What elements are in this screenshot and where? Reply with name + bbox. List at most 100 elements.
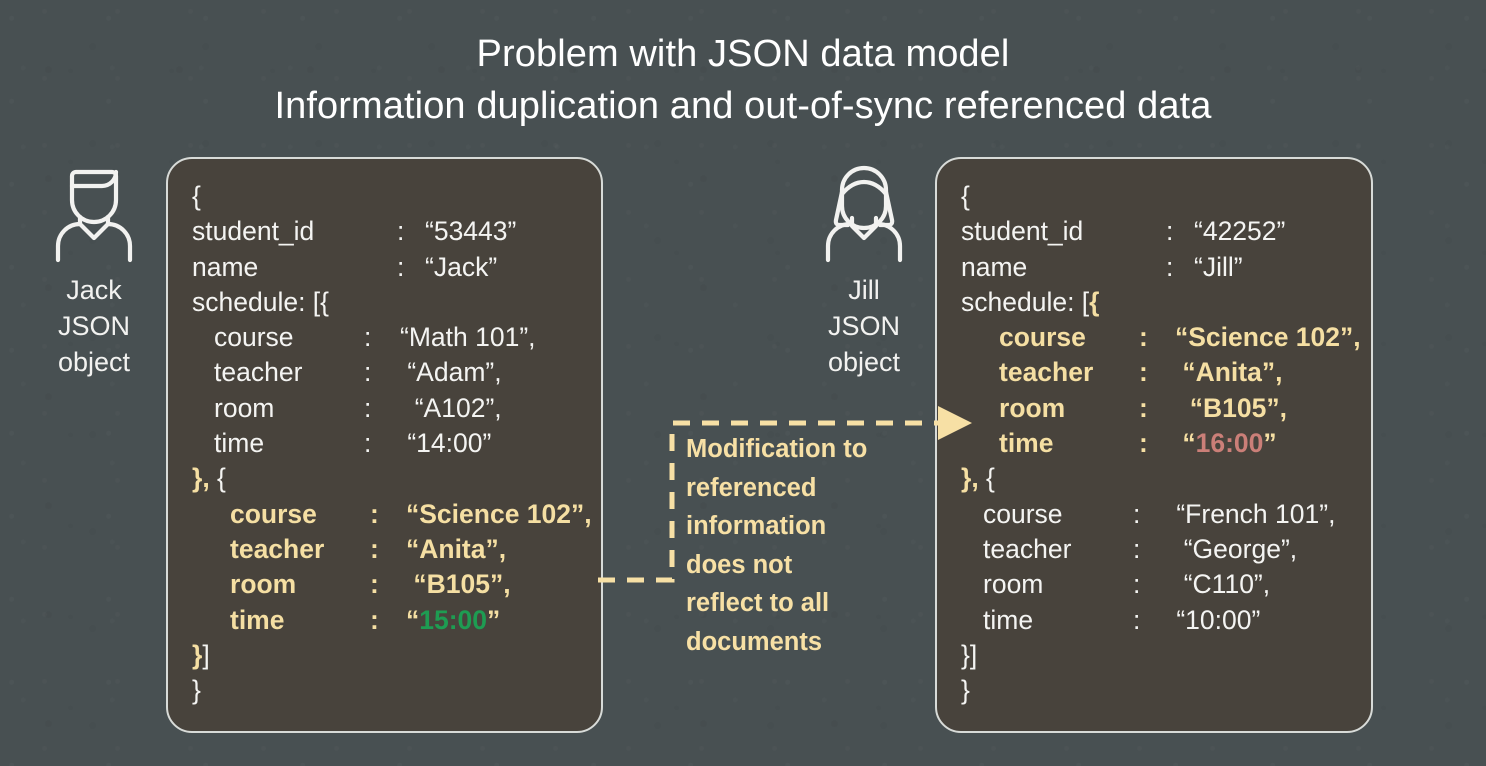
json-colon: :: [1133, 498, 1141, 529]
json-line: time:“15:00”: [192, 603, 595, 638]
annotation-line-5: reflect to all: [686, 589, 830, 617]
json-value: “15:00”: [406, 603, 500, 638]
json-colon: :: [370, 533, 379, 564]
title-line-2: Information duplication and out-of-sync …: [274, 85, 1212, 127]
json-colon: :: [364, 357, 372, 388]
json-colon: :: [370, 604, 379, 635]
json-line: room: “C110”,: [961, 567, 1365, 602]
person-jill-label-line-2: JSON: [827, 311, 900, 341]
json-value: “Anita”,: [1175, 357, 1283, 388]
json-line: }, {: [961, 461, 1365, 496]
json-key: course: [230, 498, 317, 529]
json-token: {: [961, 181, 970, 211]
person-jack-label-line-3: object: [57, 347, 131, 377]
json-key: course: [999, 322, 1086, 353]
json-body-jack: {student_id:“53443”name:“Jack”schedule: …: [192, 179, 595, 708]
person-jill: Jill JSON object: [804, 160, 924, 380]
json-line: room: “A102”,: [192, 391, 595, 426]
json-token: ]: [202, 639, 210, 670]
json-line: time: “16:00”: [961, 426, 1365, 461]
json-value: “George”,: [1169, 533, 1298, 564]
json-line: teacher: “Anita”,: [192, 532, 595, 567]
json-colon: :: [397, 216, 405, 247]
json-token-highlight: },: [961, 463, 979, 494]
json-colon: :: [370, 498, 379, 529]
json-value: “14:00”: [400, 428, 492, 459]
json-value: “53443”: [425, 216, 517, 247]
json-line: schedule: [{: [961, 285, 1365, 320]
json-colon: :: [370, 569, 379, 600]
json-key: room: [230, 569, 297, 600]
json-quote-close: ”: [487, 604, 501, 635]
json-key: time: [999, 428, 1054, 459]
json-token: schedule: [: [961, 286, 1090, 317]
json-colon: :: [1133, 533, 1141, 564]
json-line: {: [192, 179, 595, 214]
person-jack: Jack JSON object: [34, 160, 154, 380]
json-token: }]: [961, 639, 978, 670]
json-key: teacher: [214, 357, 303, 388]
json-colon: :: [1139, 392, 1148, 423]
json-token: {: [209, 463, 226, 494]
json-value: “Science 102”,: [406, 498, 592, 529]
json-colon: :: [364, 322, 372, 353]
person-female-icon: [825, 165, 903, 263]
json-value: “Anita”,: [406, 533, 507, 564]
json-key: name: [961, 251, 1028, 282]
person-jill-label-line-3: object: [827, 347, 901, 377]
json-line: course: “Math 101”,: [192, 320, 595, 355]
person-jack-label: Jack JSON object: [34, 272, 154, 380]
person-jill-label-line-1: Jill: [848, 275, 880, 305]
json-line: student_id: “53443”: [192, 214, 595, 249]
json-value: “16:00”: [1175, 426, 1276, 461]
json-line: teacher: “Anita”,: [961, 355, 1365, 390]
json-line: teacher: “George”,: [961, 532, 1365, 567]
person-jack-label-line-1: Jack: [66, 275, 122, 305]
json-key: student_id: [192, 216, 315, 247]
json-card-jack: {student_id:“53443”name:“Jack”schedule: …: [166, 157, 603, 733]
json-key: room: [214, 392, 275, 423]
json-body-jill: {student_id:“42252”name:“Jill”schedule: …: [961, 179, 1365, 708]
json-key: course: [214, 322, 294, 353]
person-male-icon: [55, 169, 133, 263]
json-key: student_id: [961, 216, 1084, 247]
json-key: name: [192, 251, 259, 282]
person-jack-label-line-2: JSON: [57, 311, 130, 341]
json-key: teacher: [983, 533, 1072, 564]
json-token-highlight: },: [192, 463, 210, 494]
json-line: name:“Jill”: [961, 250, 1365, 285]
json-key: time: [983, 604, 1034, 635]
json-time-value: 16:00: [1195, 428, 1264, 459]
json-line: time: “10:00”: [961, 603, 1365, 638]
json-colon: :: [1139, 322, 1148, 353]
json-line: room: “B105”,: [961, 391, 1365, 426]
annotation-line-4: does not: [686, 550, 793, 579]
json-value: “C110”,: [1169, 569, 1271, 600]
json-line: time: “14:00”: [192, 426, 595, 461]
json-quote-open: “: [1175, 428, 1196, 459]
json-key: teacher: [999, 357, 1094, 388]
json-value: “Math 101”,: [400, 322, 536, 353]
json-colon: :: [397, 251, 405, 282]
json-key: time: [214, 428, 265, 459]
json-value: “B105”,: [1175, 392, 1287, 423]
json-colon: :: [1133, 604, 1141, 635]
json-colon: :: [364, 392, 372, 423]
json-line: name:“Jack”: [192, 250, 595, 285]
json-key: room: [999, 392, 1066, 423]
json-line: teacher: “Adam”,: [192, 355, 595, 390]
json-value: “Jill”: [1194, 251, 1243, 282]
annotation-line-2: referenced: [686, 473, 817, 502]
json-value: “10:00”: [1169, 604, 1261, 635]
json-colon: :: [1166, 216, 1174, 247]
json-line: }: [961, 673, 1365, 708]
json-line: {: [961, 179, 1365, 214]
json-line: }, {: [192, 461, 595, 496]
annotation-line-6: documents: [686, 627, 823, 656]
json-value: “A102”,: [400, 392, 502, 423]
json-colon: :: [1139, 357, 1148, 388]
json-key: teacher: [230, 533, 325, 564]
json-token: {: [192, 181, 201, 211]
json-quote-open: “: [406, 604, 420, 635]
json-colon: :: [364, 428, 372, 459]
